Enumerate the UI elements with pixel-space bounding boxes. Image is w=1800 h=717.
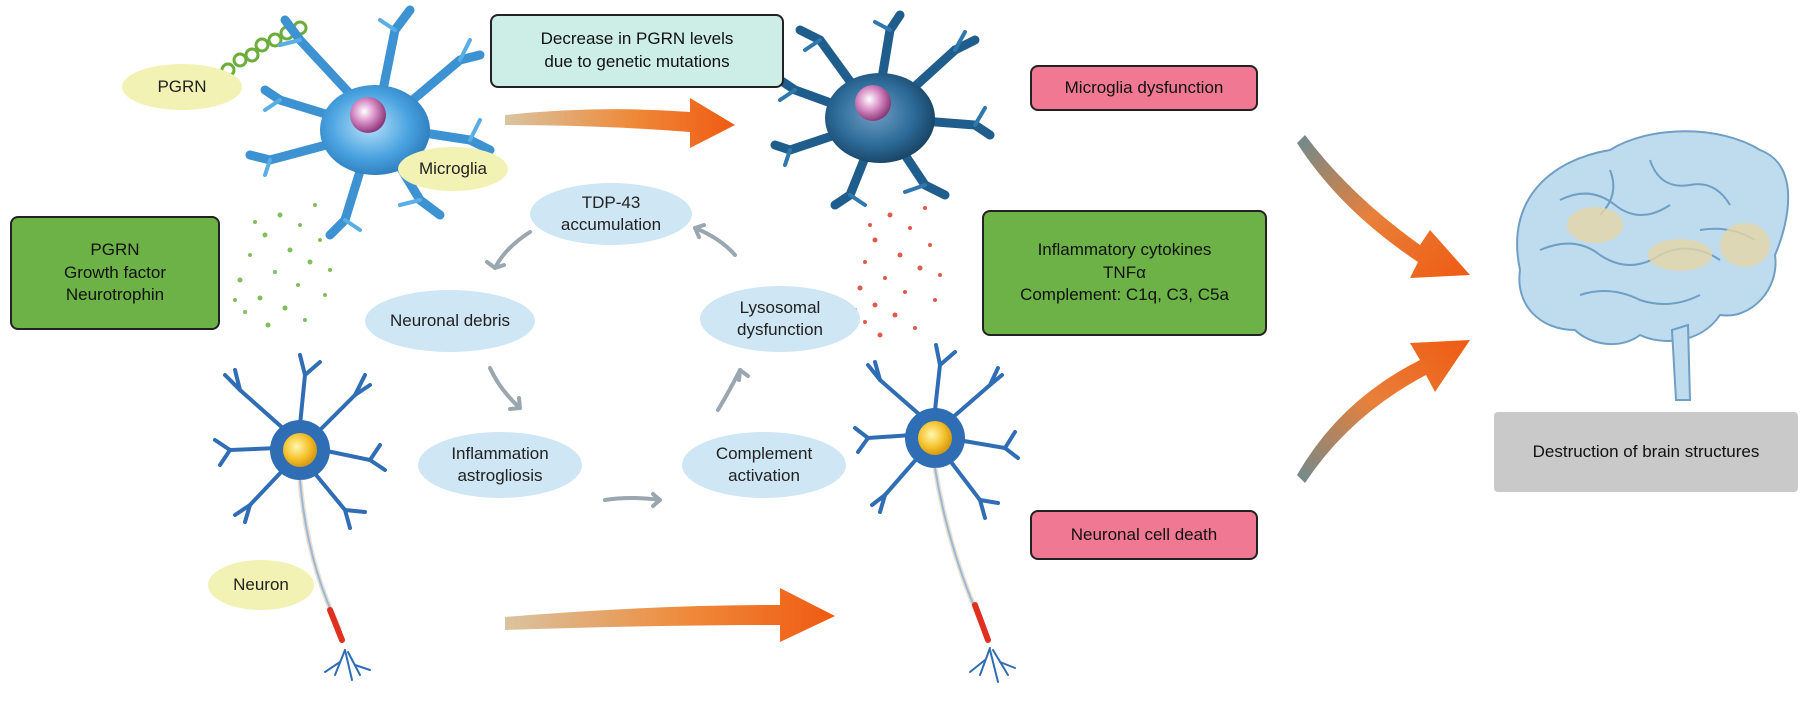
microglia-label: Microglia bbox=[398, 147, 508, 191]
cycle-arrows bbox=[485, 223, 750, 508]
microglia-dysfunction-box: Microglia dysfunction bbox=[1030, 65, 1258, 111]
pgrn-decrease-box: Decrease in PGRN levels due to genetic m… bbox=[490, 14, 784, 88]
neuronal-death-box: Neuronal cell death bbox=[1030, 510, 1258, 560]
cytokines-box: Inflammatory cytokines TNFα Complement: … bbox=[982, 210, 1267, 336]
arrow-to-brain-top-icon bbox=[1297, 135, 1470, 278]
neuron-healthy-icon bbox=[213, 353, 387, 681]
cytokine-particles bbox=[853, 206, 942, 338]
growth-factor-particles bbox=[233, 203, 332, 328]
microglia-dysfunctional-icon bbox=[770, 10, 995, 210]
brain-icon bbox=[1516, 130, 1790, 401]
arrow-to-brain-bottom-icon bbox=[1297, 340, 1470, 483]
pgrn-label: PGRN bbox=[122, 64, 242, 110]
growth-factor-box: PGRN Growth factor Neurotrophin bbox=[10, 216, 220, 330]
lysosomal-node: Lysosomal dysfunction bbox=[700, 286, 860, 352]
microglia-healthy-icon bbox=[245, 5, 495, 240]
complement-node: Complement activation bbox=[682, 432, 846, 498]
neuron-damaged-icon bbox=[853, 343, 1020, 683]
inflammation-node: Inflammation astrogliosis bbox=[418, 432, 582, 498]
debris-node: Neuronal debris bbox=[365, 290, 535, 352]
arrow-bottom-icon bbox=[505, 588, 835, 642]
tdp43-node: TDP-43 accumulation bbox=[530, 183, 692, 245]
destruction-box: Destruction of brain structures bbox=[1494, 412, 1798, 492]
neuron-label: Neuron bbox=[208, 560, 314, 610]
arrow-top-icon bbox=[505, 98, 735, 148]
